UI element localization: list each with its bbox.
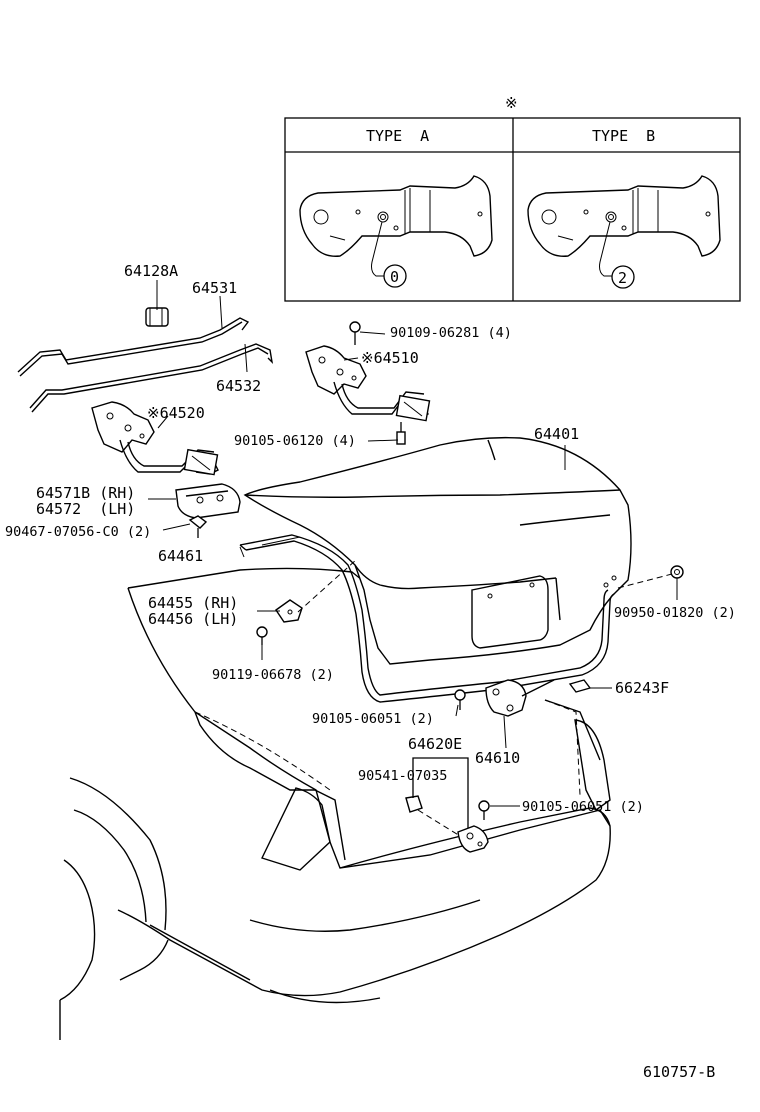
part-labels: 64128A 64531 64532 90109-06281 (4) ※6451… [5, 262, 736, 815]
type-b-hinge-drawing: 2 [527, 175, 721, 289]
type-a-marker-circle [383, 264, 407, 288]
hinge-64510-drawing [305, 321, 431, 422]
label-64620E: 64620E [408, 735, 462, 753]
label-64510: ※64510 [361, 349, 419, 367]
label-64461: 64461 [158, 547, 203, 565]
car-body-drawing [59, 567, 611, 1040]
label-90950-01820: 90950-01820 (2) [614, 605, 736, 621]
type-b-marker: 2 [618, 269, 627, 287]
label-90105-06051-a: 90105-06051 (2) [312, 711, 434, 727]
diagram-code: 610757-B [643, 1063, 715, 1081]
label-90109-06281: 90109-06281 (4) [390, 325, 512, 341]
inset-note-symbol: ※ [505, 94, 518, 112]
weatherstrip-drawing [239, 534, 615, 703]
label-90105-06120: 90105-06120 (4) [234, 433, 356, 449]
type-inset: ※ TYPE A TYPE B 0 [284, 94, 741, 302]
label-64520: ※64520 [147, 404, 205, 422]
type-a-hinge-drawing: 0 [299, 175, 493, 288]
label-64610: 64610 [475, 749, 520, 767]
trunk-lid-drawing [243, 436, 632, 665]
label-64531: 64531 [192, 279, 237, 297]
hinge-64520-drawing [91, 401, 219, 476]
label-90105-06051-b: 90105-06051 (2) [522, 799, 644, 815]
type-b-marker-circle [611, 265, 635, 289]
label-64532: 64532 [216, 377, 261, 395]
label-64401: 64401 [534, 425, 579, 443]
label-64572: 64572 (LH) [36, 500, 135, 518]
type-b-header: TYPE B [592, 127, 655, 145]
type-a-header: TYPE A [366, 127, 429, 145]
label-64456: 64456 (LH) [148, 610, 238, 628]
torsion-rods-drawing [17, 307, 274, 413]
type-a-marker: 0 [390, 268, 399, 286]
label-90467-07056-C0: 90467-07056-C0 (2) [5, 524, 151, 540]
label-90541-07035: 90541-07035 [358, 768, 447, 784]
label-64455: 64455 (RH) [148, 594, 238, 612]
label-64571B: 64571B (RH) [36, 484, 135, 502]
small-parts-drawing [175, 422, 684, 853]
label-66243F: 66243F [615, 679, 669, 697]
leader-lines [148, 280, 678, 837]
label-64128A: 64128A [124, 262, 178, 280]
label-90119-06678: 90119-06678 (2) [212, 667, 334, 683]
